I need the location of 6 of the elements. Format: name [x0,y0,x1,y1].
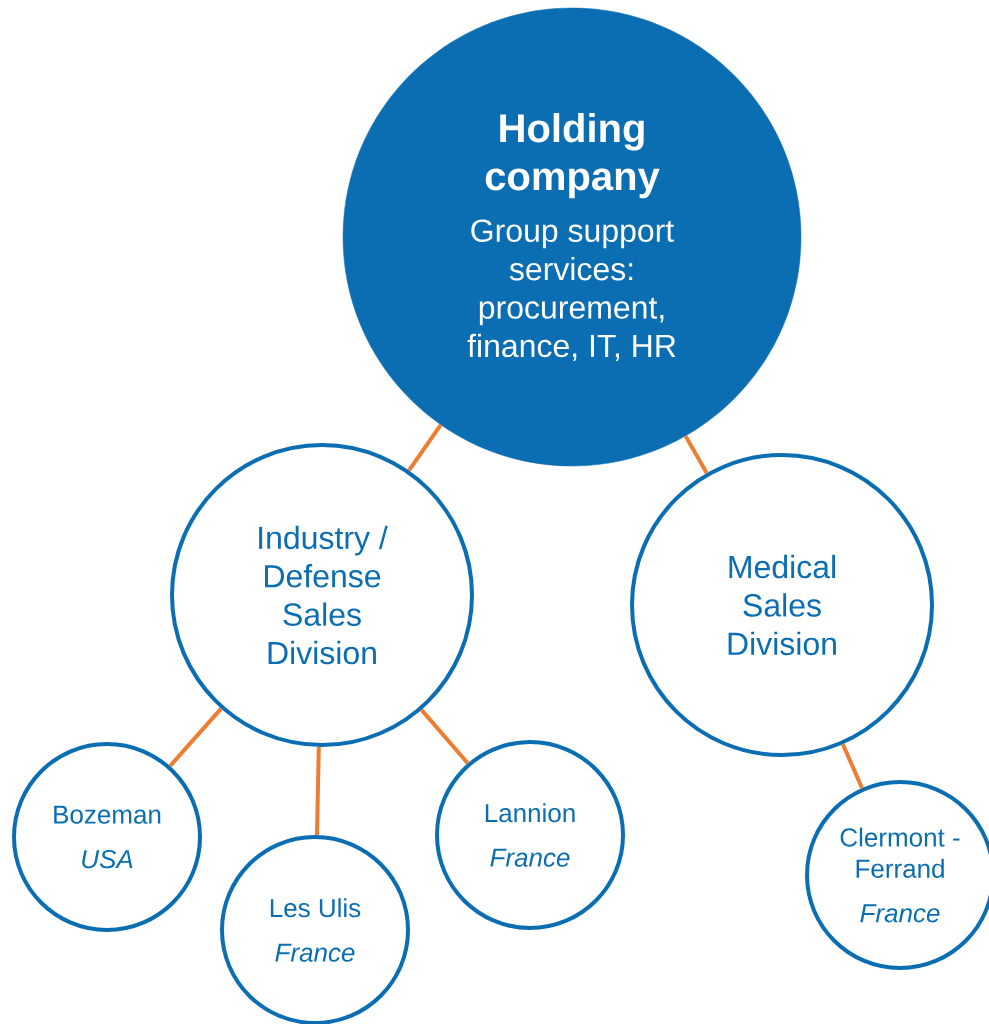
connector-line [683,435,709,474]
connector-line [841,743,864,789]
connector-line [315,746,321,836]
connector-line [168,707,223,768]
connector-line [420,708,470,765]
connector-line [407,423,443,472]
